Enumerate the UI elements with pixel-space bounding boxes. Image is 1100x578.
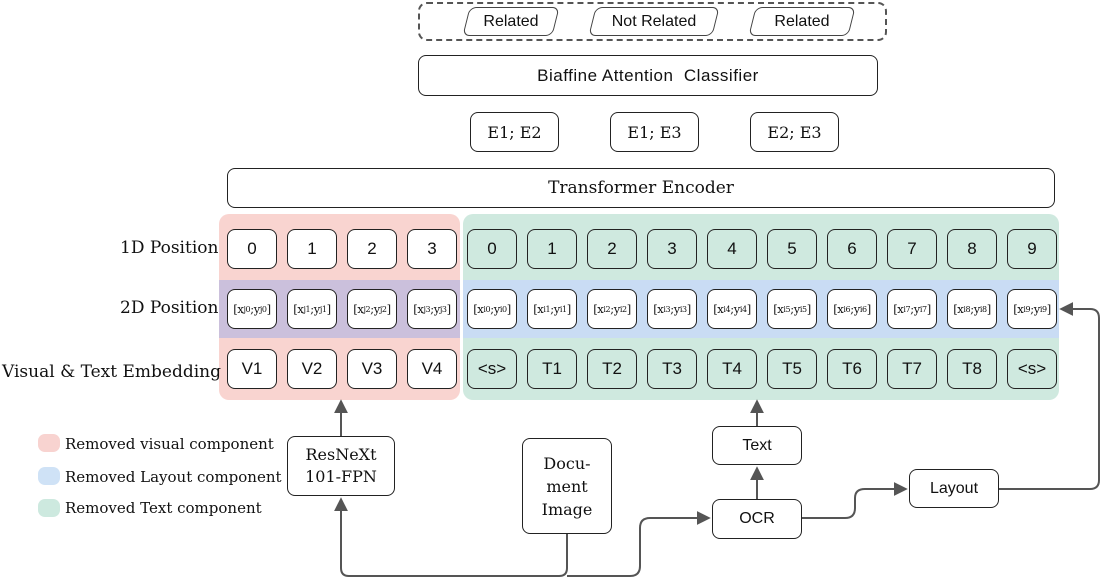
text-embedding-token: T2 (587, 349, 637, 389)
arrow-doc-to-resnext (334, 497, 568, 577)
text-embedding-token: T4 (707, 349, 757, 389)
relation-label-3: Related (748, 7, 856, 36)
visual-1d-position-token: 3 (407, 229, 457, 269)
document-image: Docu- ment Image (522, 438, 612, 534)
entity-pair-1: E1; E2 (470, 112, 559, 152)
legend-label-layout: Removed Layout component (65, 468, 282, 486)
text-module: Text (712, 426, 802, 465)
text-embedding-token: <s> (467, 349, 517, 389)
text-embedding-token: T5 (767, 349, 817, 389)
legend-swatch-text (38, 499, 60, 517)
text-1d-position-token: 0 (467, 229, 517, 269)
resnext-backbone: ResNeXt 101-FPN (287, 436, 395, 496)
row-label-1d-position: 1D Position (120, 238, 219, 258)
entity-pair-2: E1; E3 (610, 112, 699, 152)
layout-module: Layout (909, 469, 999, 508)
visual-embedding-token: V2 (287, 349, 337, 389)
relation-label-2: Not Related (588, 7, 720, 36)
entity-pair-3: E2; E3 (750, 112, 839, 152)
visual-1d-position-token: 2 (347, 229, 397, 269)
classifier-label: Biaffine Attention Classifier (537, 65, 759, 85)
row-label-embedding: Visual & Text Embedding (2, 362, 222, 382)
text-embedding-token: T1 (527, 349, 577, 389)
text-1d-position-token: 9 (1007, 229, 1057, 269)
legend-label-text: Removed Text component (65, 499, 262, 517)
text-1d-position-token: 6 (827, 229, 877, 269)
text-1d-position-token: 1 (527, 229, 577, 269)
text-1d-position-token: 5 (767, 229, 817, 269)
text-1d-position-token: 7 (887, 229, 937, 269)
encoder-label: Transformer Encoder (548, 178, 734, 198)
legend-label-visual: Removed visual component (65, 435, 274, 453)
visual-1d-position-token: 0 (227, 229, 277, 269)
text-embedding-token: T8 (947, 349, 997, 389)
relation-label-1: Related (462, 7, 560, 36)
arrow-doc-to-ocr (567, 511, 711, 577)
text-1d-position-token: 2 (587, 229, 637, 269)
text-embedding-token: T3 (647, 349, 697, 389)
arrow-ocr-to-layout (802, 482, 908, 519)
ocr-module: OCR (712, 499, 802, 539)
text-1d-position-token: 8 (947, 229, 997, 269)
output-group (418, 2, 887, 41)
biaffine-classifier: Biaffine Attention Classifier (418, 55, 878, 96)
text-embedding-token: T6 (827, 349, 877, 389)
text-embedding-token: T7 (887, 349, 937, 389)
visual-1d-position-token: 1 (287, 229, 337, 269)
visual-embedding-token: V4 (407, 349, 457, 389)
transformer-encoder: Transformer Encoder (227, 168, 1055, 208)
visual-embedding-token: V1 (227, 349, 277, 389)
legend-swatch-visual (38, 434, 60, 452)
row-label-2d-position: 2D Position (120, 298, 219, 318)
arrow-layout-to-2d (999, 302, 1100, 490)
visual-embedding-token: V3 (347, 349, 397, 389)
legend-swatch-layout (38, 467, 60, 485)
text-embedding-token: <s> (1007, 349, 1057, 389)
text-1d-position-token: 4 (707, 229, 757, 269)
text-1d-position-token: 3 (647, 229, 697, 269)
